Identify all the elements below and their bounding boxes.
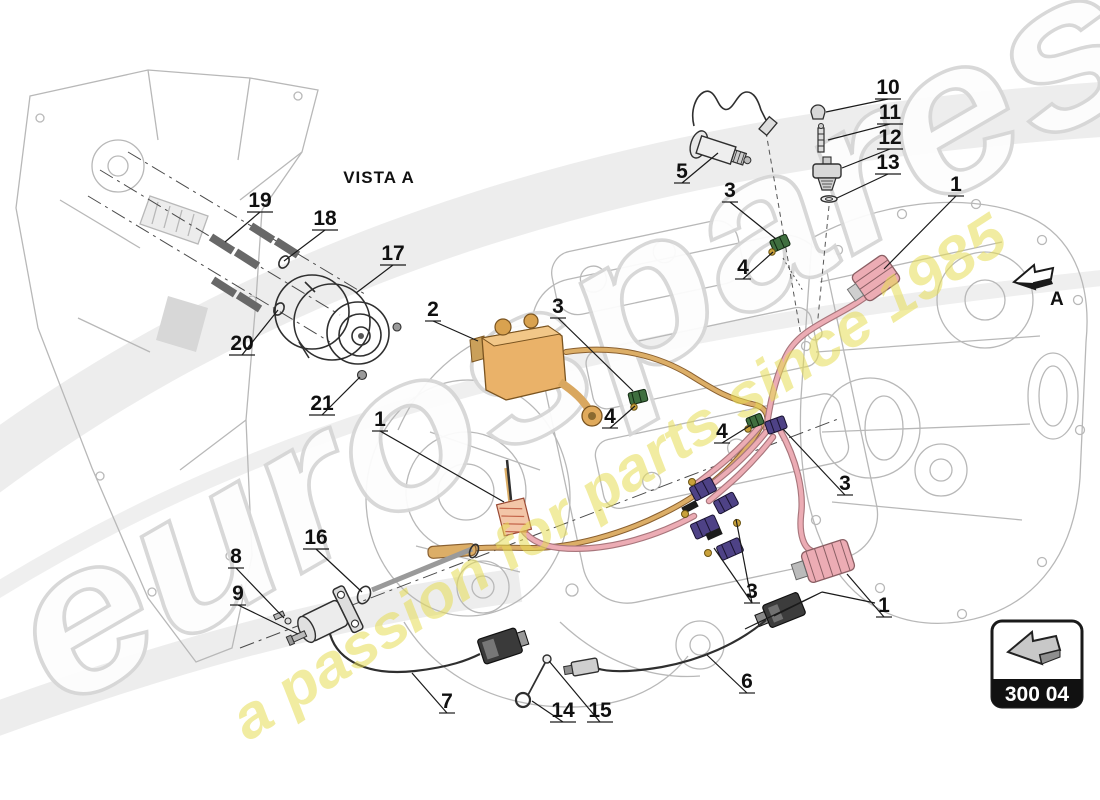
ring-14	[514, 691, 532, 709]
callout-number-1: 1	[374, 408, 386, 431]
callout-10: 10	[825, 76, 901, 113]
callout-4: 4	[735, 251, 774, 280]
callout-3: 3	[550, 295, 634, 392]
callout-6: 6	[706, 654, 755, 694]
compressor-part	[274, 274, 402, 381]
callout-number-19: 19	[248, 189, 271, 212]
callout-1: 1	[372, 408, 505, 503]
harness-connector-top	[846, 254, 901, 302]
section-arrow-icon	[1006, 630, 1062, 666]
reservoir-cap	[523, 313, 539, 329]
callout-number-7: 7	[441, 690, 453, 713]
callout-number-10: 10	[876, 76, 899, 99]
callout-number-17: 17	[381, 242, 404, 265]
callout-number-15: 15	[588, 699, 612, 722]
callout-number-4: 4	[716, 420, 728, 443]
callout-number-1: 1	[878, 594, 890, 617]
callout-number-12: 12	[878, 126, 901, 149]
callout-9: 9	[230, 582, 299, 635]
callout-number-21: 21	[310, 392, 334, 415]
callout-19: 19	[224, 189, 273, 243]
diagram-parts	[87, 90, 901, 709]
valve-parts-column	[810, 104, 842, 203]
purple-connector-cluster	[681, 415, 788, 561]
watermark-swoosh	[0, 82, 1100, 736]
callout-4: 4	[602, 405, 636, 429]
washer-13	[820, 195, 838, 203]
callout-number-4: 4	[604, 405, 616, 428]
oxygen-sensor-assembly	[514, 591, 876, 709]
callout-12: 12	[841, 126, 903, 169]
callout-21: 21	[309, 376, 361, 416]
callout-16: 16	[303, 526, 363, 593]
callout-number-4: 4	[737, 256, 749, 279]
callout-number-3: 3	[724, 179, 736, 202]
callout-1: 1	[883, 173, 964, 270]
callout-number-6: 6	[741, 670, 753, 693]
callout-1: 1	[846, 573, 892, 618]
callout-7: 7	[411, 672, 455, 714]
callout-number-9: 9	[232, 582, 244, 605]
callout-number-5: 5	[676, 160, 688, 183]
callout-number-3: 3	[552, 295, 564, 318]
callout-8: 8	[228, 545, 285, 619]
reservoir-cap	[494, 318, 512, 336]
washer-8	[284, 617, 292, 625]
callout-2: 2	[425, 298, 479, 342]
solenoid-assembly	[272, 543, 530, 673]
callout-number-11: 11	[879, 101, 902, 124]
vista-a-label: VISTA A	[343, 168, 415, 187]
callout-3: 3	[713, 518, 760, 604]
valve-11	[817, 123, 825, 153]
cap-10	[810, 104, 826, 120]
sensor-tip-6	[563, 657, 600, 677]
wire-6	[595, 619, 767, 673]
gearbox-line-art	[15, 69, 1088, 708]
callout-number-2: 2	[427, 298, 439, 321]
harness-connector-lower	[790, 539, 856, 583]
sensor-12	[812, 156, 842, 191]
view-arrow-letter: A	[1050, 289, 1064, 310]
callout-3: 3	[722, 179, 777, 240]
sensor-with-pipe	[689, 90, 778, 166]
callout-17: 17	[355, 242, 406, 294]
callout-4: 4	[714, 420, 752, 444]
view-direction-arrow: A	[1012, 263, 1064, 310]
callout-number-3: 3	[839, 472, 851, 495]
bolt-17	[392, 322, 402, 332]
section-code-text: 300 04	[1005, 683, 1070, 706]
rod-14	[527, 662, 546, 696]
vista-a-rods	[87, 151, 369, 343]
callout-18: 18	[283, 207, 338, 262]
callout-number-3: 3	[746, 580, 758, 603]
callout-11: 11	[827, 101, 903, 141]
callout-number-14: 14	[551, 699, 575, 722]
callout-number-16: 16	[304, 526, 327, 549]
callout-15: 15	[548, 660, 613, 723]
wire-7	[328, 633, 481, 673]
section-code-box: 300 04	[990, 619, 1084, 709]
connector-7	[477, 627, 530, 665]
callout-number-1: 1	[950, 173, 962, 196]
callout-number-20: 20	[230, 332, 253, 355]
callout-20: 20	[229, 309, 279, 356]
callout-14: 14	[531, 699, 576, 723]
callout-13: 13	[836, 151, 901, 199]
callout-number-18: 18	[313, 207, 337, 230]
fluid-reservoir	[469, 313, 603, 427]
callout-number-13: 13	[876, 151, 899, 174]
callout-5: 5	[674, 152, 719, 184]
callout-3: 3	[782, 428, 853, 496]
bolt-8	[272, 610, 286, 621]
callout-number-8: 8	[230, 545, 242, 568]
